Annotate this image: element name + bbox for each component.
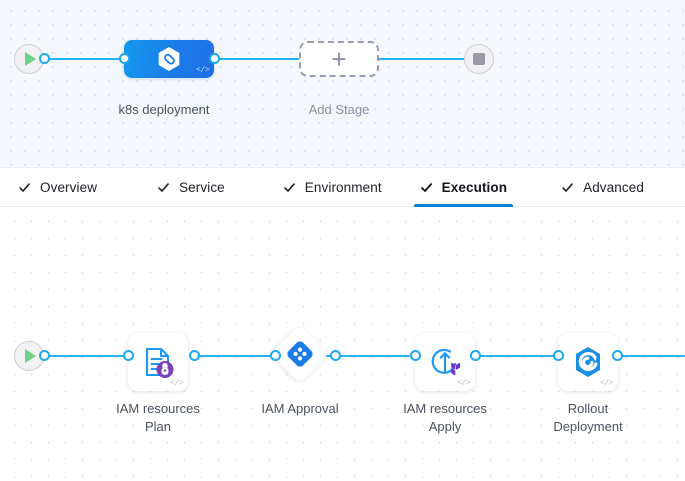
pipeline-end-node[interactable]	[464, 44, 494, 74]
pipeline-tabbar[interactable]: Overview Service Environment Execution	[0, 167, 685, 207]
tab-overview[interactable]: Overview	[12, 168, 103, 206]
port-stage-out[interactable]	[209, 53, 220, 64]
port-rollout-out[interactable]	[612, 350, 623, 361]
wire-rollout-out	[617, 355, 685, 357]
step-iam-resources-plan[interactable]: </>	[128, 333, 188, 391]
port-stage-in[interactable]	[119, 53, 130, 64]
check-icon	[562, 182, 573, 192]
port-rollout-in[interactable]	[553, 350, 564, 361]
port-approval-in[interactable]	[270, 350, 281, 361]
add-stage-label: Add Stage	[308, 102, 370, 117]
step-label-apply-line2: Apply	[428, 419, 462, 434]
wire-start-to-plan	[40, 355, 135, 357]
check-icon	[420, 182, 432, 192]
check-icon	[158, 182, 169, 192]
harness-approval-icon	[285, 339, 315, 369]
step-rollout-deployment[interactable]: </>	[558, 333, 618, 391]
port-apply-in[interactable]	[410, 350, 421, 361]
port-start-out[interactable]	[39, 53, 50, 64]
wire-approval-to-apply	[325, 355, 410, 357]
check-icon	[284, 182, 295, 192]
tab-environment[interactable]: Environment	[277, 168, 388, 206]
stage-k8s-deployment[interactable]: </>	[124, 40, 214, 78]
execution-canvas[interactable]: </> IAM resources Plan IAM Approval	[0, 207, 685, 481]
step-label-rollout-line1: Rollout	[567, 401, 609, 416]
port-plan-out[interactable]	[189, 350, 200, 361]
tab-service[interactable]: Service	[151, 168, 231, 206]
wire-start-to-stage	[40, 58, 130, 60]
step-label-apply-line1: IAM resources	[403, 401, 487, 416]
step-label-plan-line2: Plan	[144, 419, 172, 434]
tab-label: Execution	[441, 179, 508, 195]
tab-label: Advanced	[583, 179, 644, 195]
port-apply-out[interactable]	[470, 350, 481, 361]
add-stage-button[interactable]: +	[299, 41, 379, 77]
terraform-apply-icon	[431, 348, 461, 376]
wire-add-to-end	[375, 58, 470, 60]
tab-label: Service	[179, 179, 225, 195]
stage-label-k8s: k8s deployment	[118, 102, 210, 117]
tab-label: Overview	[40, 179, 98, 195]
plus-icon: +	[331, 44, 347, 74]
port-plan-in[interactable]	[123, 350, 134, 361]
check-icon	[19, 182, 30, 192]
tab-label: Environment	[304, 179, 382, 195]
port-exec-start-out[interactable]	[39, 350, 50, 361]
argo-rollout-icon	[576, 347, 600, 377]
stop-icon	[473, 53, 485, 65]
harness-hexagon-icon	[158, 47, 180, 71]
port-approval-out[interactable]	[330, 350, 341, 361]
code-badge: </>	[600, 379, 613, 388]
code-badge: </>	[457, 379, 470, 388]
code-badge: </>	[196, 66, 209, 75]
play-icon	[25, 52, 36, 66]
wire-stage-to-add	[215, 58, 305, 60]
wire-apply-to-rollout	[470, 355, 555, 357]
step-label-rollout-line2: Deployment	[553, 419, 623, 434]
step-iam-resources-apply[interactable]: </>	[415, 333, 475, 391]
stage-canvas[interactable]: </> k8s deployment + Add Stage	[0, 0, 685, 167]
tab-execution[interactable]: Execution	[413, 168, 514, 207]
code-badge: </>	[170, 379, 183, 388]
tab-advanced[interactable]: Advanced	[555, 168, 650, 206]
terraform-plan-icon	[145, 347, 174, 378]
step-label-approval: IAM Approval	[261, 401, 339, 416]
play-icon	[25, 349, 36, 363]
wire-plan-to-approval	[195, 355, 275, 357]
step-label-plan-line1: IAM resources	[116, 401, 200, 416]
